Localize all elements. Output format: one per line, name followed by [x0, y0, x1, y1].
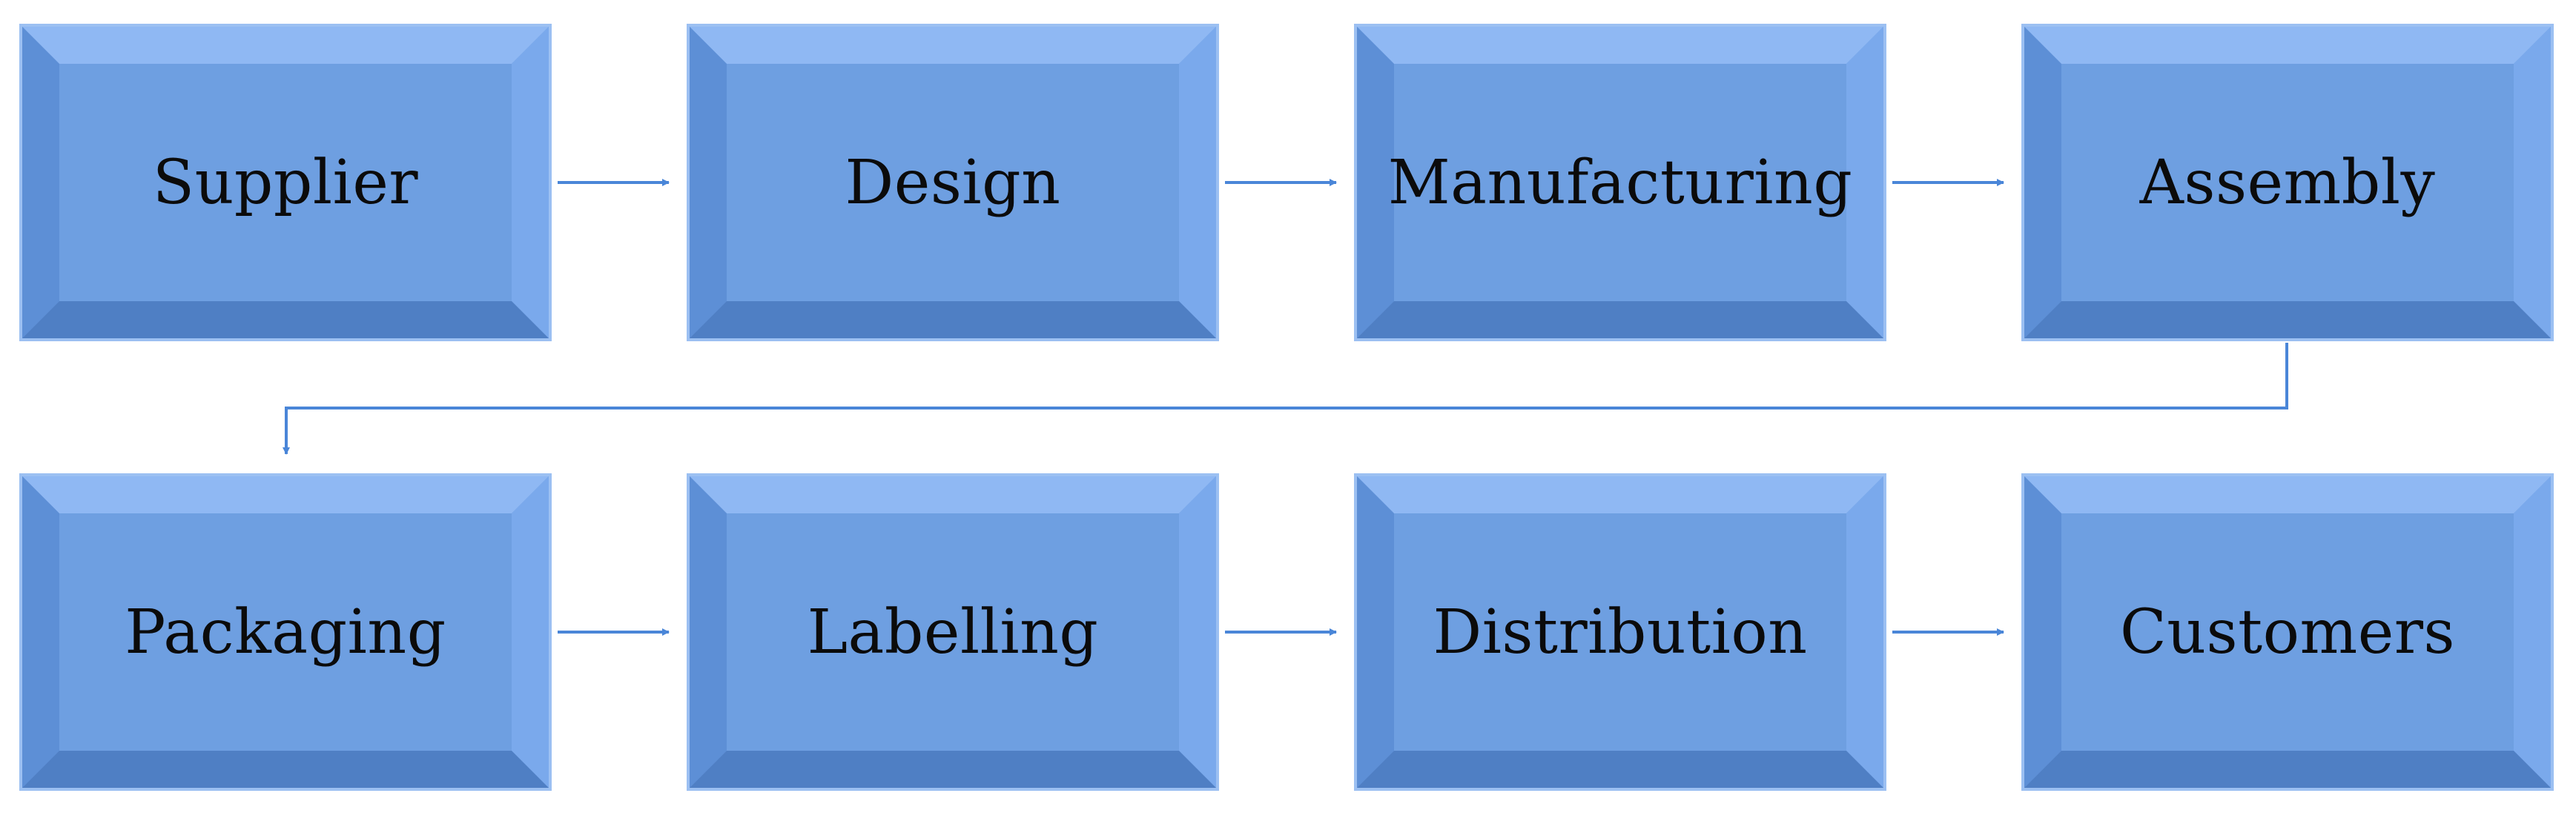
node-distribution: Distribution	[1354, 473, 1886, 791]
node-label: Assembly	[2139, 147, 2436, 218]
node-manufacturing: Manufacturing	[1354, 24, 1886, 341]
node-customers: Customers	[2021, 473, 2554, 791]
node-label: Manufacturing	[1387, 147, 1853, 218]
node-label: Customers	[2119, 596, 2456, 668]
node-design: Design	[687, 24, 1219, 341]
node-label: Labelling	[807, 596, 1099, 668]
edge-assembly-packaging	[283, 343, 2288, 455]
node-packaging: Packaging	[19, 473, 552, 791]
node-labelling: Labelling	[687, 473, 1219, 791]
node-label: Design	[845, 147, 1061, 218]
node-supplier: Supplier	[19, 24, 552, 341]
node-assembly: Assembly	[2021, 24, 2554, 341]
node-label: Supplier	[152, 147, 419, 218]
node-label: Packaging	[125, 596, 446, 668]
node-label: Distribution	[1433, 596, 1808, 668]
